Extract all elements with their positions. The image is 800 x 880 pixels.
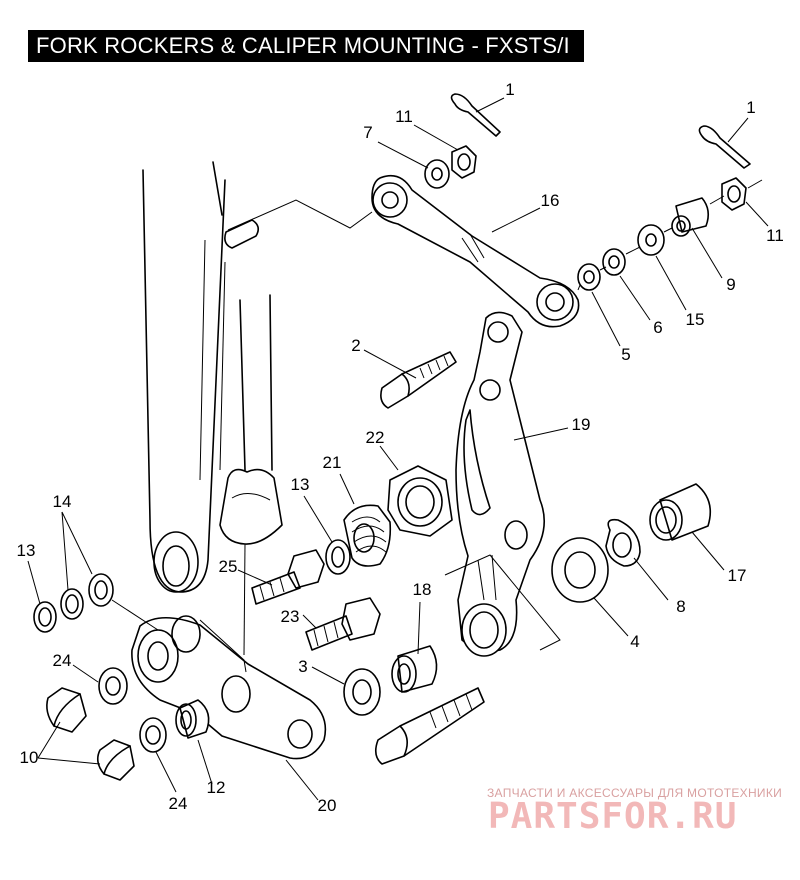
watermark-tagline: ЗАПЧАСТИ И АКСЕССУАРЫ ДЛЯ МОТОТЕХНИКИ: [487, 786, 783, 800]
callout-14: 14: [52, 492, 72, 511]
spacer-17: [649, 483, 712, 541]
spacer-18: [391, 645, 438, 693]
pivot-pin-leader: [227, 199, 373, 231]
callout-13-left: 13: [16, 541, 36, 560]
acorn-nut-10b: [96, 739, 135, 781]
callout-11-right: 11: [766, 226, 784, 245]
mount-bolt: [374, 687, 485, 765]
callout-8: 8: [676, 597, 686, 616]
watermark-brand: PARTSFOR.RU: [488, 796, 738, 837]
callout-24-lower: 24: [168, 794, 188, 813]
callout-5: 5: [621, 345, 631, 364]
title-bar: [28, 30, 584, 62]
axis-line-bracket: [444, 554, 561, 651]
diagram-title: FORK ROCKERS & CALIPER MOUNTING - FXSTS/…: [36, 33, 570, 58]
caliper-bracket-19: [455, 311, 546, 657]
callout-10: 10: [19, 748, 39, 767]
callout-1-left: 1: [505, 80, 515, 99]
washer-24b: [139, 717, 167, 753]
washer-5: [577, 263, 601, 291]
callout-12: 12: [206, 778, 226, 797]
callout-24-upper: 24: [52, 651, 72, 670]
callout-18: 18: [412, 580, 432, 599]
callout-11-top: 11: [395, 107, 413, 126]
washer-4: [551, 537, 609, 603]
callout-19: 19: [571, 415, 591, 434]
callout-2: 2: [351, 336, 361, 355]
axis-line-right: [577, 179, 763, 291]
washer-14a: [60, 588, 84, 620]
callout-17: 17: [727, 566, 747, 585]
bolt-23: [305, 597, 381, 651]
washer-6: [602, 248, 626, 276]
washer-3: [343, 668, 381, 716]
callout-6: 6: [653, 318, 663, 337]
callout-7: 7: [363, 123, 373, 142]
cotter-pin-1: [450, 93, 751, 169]
leader-lines: [27, 97, 769, 801]
washer-13-left: [33, 601, 57, 633]
bushing-12: [175, 699, 210, 739]
washer-15: [637, 224, 665, 256]
callout-13-right: 13: [290, 475, 310, 494]
nut-22: [387, 465, 453, 537]
bushing-9: [671, 197, 710, 237]
fork-leg: [142, 161, 283, 656]
bolt-25: [251, 549, 325, 605]
washer-7: [424, 159, 450, 189]
rocker-arm-16: [371, 174, 580, 328]
clip-8: [605, 518, 641, 567]
acorn-nut-10a: [46, 687, 87, 733]
callout-21: 21: [322, 453, 342, 472]
callout-1-right: 1: [746, 98, 756, 117]
callout-25: 25: [218, 557, 238, 576]
nut-11a: [451, 145, 477, 179]
washer-14b: [88, 573, 114, 607]
washer-24a: [98, 667, 128, 705]
callout-16: 16: [540, 191, 560, 210]
axis-line-left: [111, 599, 247, 673]
callout-3: 3: [298, 657, 308, 676]
nut-11b: [721, 177, 747, 211]
callout-23: 23: [280, 607, 300, 626]
bolt-2: [380, 351, 457, 409]
callout-4: 4: [630, 632, 640, 651]
callout-20: 20: [317, 796, 337, 815]
washer-13-right: [325, 539, 351, 575]
callout-15: 15: [685, 310, 705, 329]
callout-9: 9: [726, 275, 736, 294]
callout-22: 22: [365, 428, 385, 447]
spring-21: [343, 504, 392, 567]
pivot-pin: [224, 219, 260, 249]
